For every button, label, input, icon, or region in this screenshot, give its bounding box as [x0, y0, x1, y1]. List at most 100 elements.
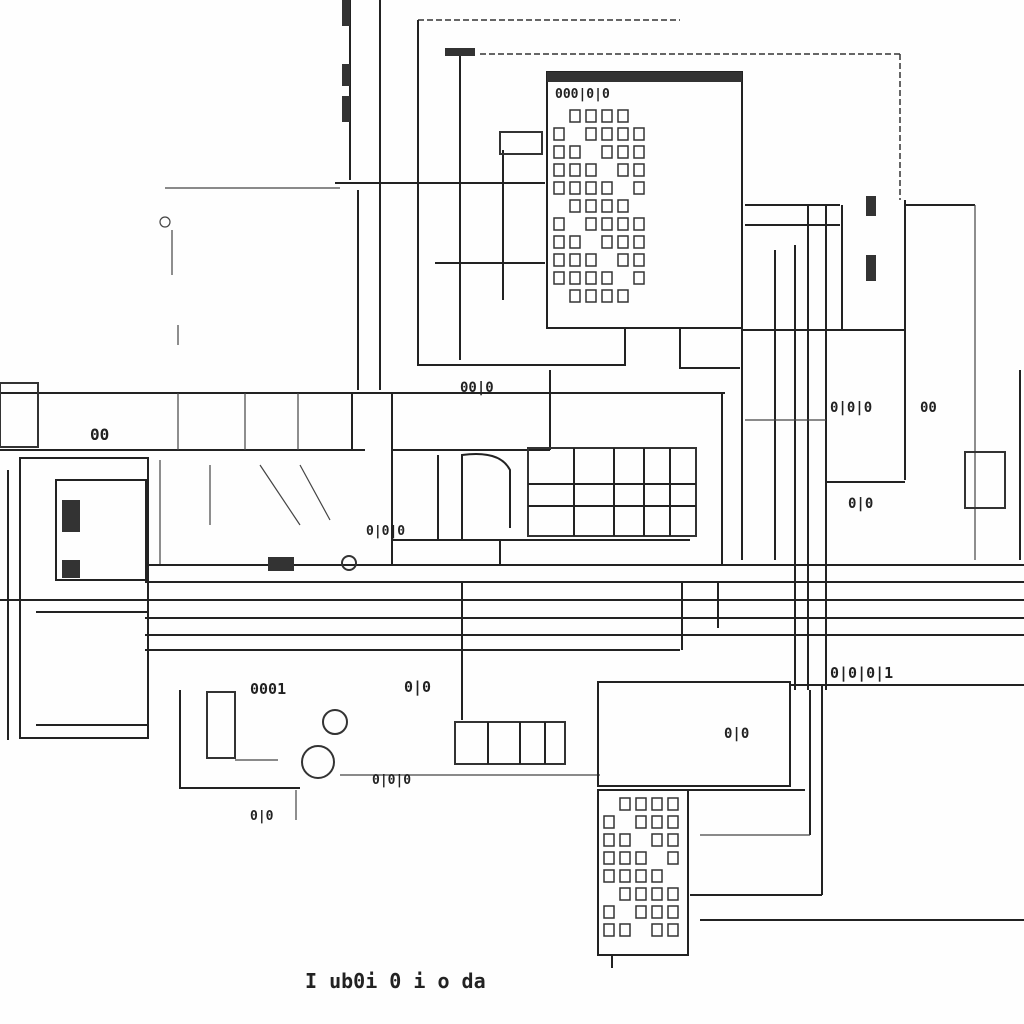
component [342, 64, 350, 86]
grid-cell [585, 163, 597, 177]
grid-cell [553, 127, 565, 141]
grid-cell [601, 181, 613, 195]
grid-cell [553, 181, 565, 195]
grid-cell [601, 235, 613, 249]
grid-cell [633, 145, 645, 159]
grid-cell [553, 271, 565, 285]
wire [179, 690, 300, 789]
grid-cell [569, 145, 581, 159]
grid-cell [651, 815, 663, 829]
grid-cell [585, 127, 597, 141]
center-grid-block [527, 447, 697, 537]
grid-cell [617, 199, 629, 213]
lower-panel [597, 681, 791, 787]
grid-cell [585, 271, 597, 285]
grid-cell [619, 869, 631, 883]
grid-cell [667, 797, 679, 811]
grid-cells [553, 109, 645, 303]
grid-cell [603, 923, 615, 937]
grid-cell [633, 235, 645, 249]
grid-cell [569, 235, 581, 249]
grid-cell [569, 271, 581, 285]
component [62, 500, 80, 532]
grid-header [547, 72, 742, 82]
grid-cell [601, 217, 613, 231]
grid-cell [553, 217, 565, 231]
grid-cell [585, 253, 597, 267]
grid-cell [619, 833, 631, 847]
component [342, 96, 350, 122]
grid-cell [569, 163, 581, 177]
grid-cell [667, 833, 679, 847]
grid-cell [569, 289, 581, 303]
grid-cell [635, 887, 647, 901]
grid-cell [635, 851, 647, 865]
grid-cell [601, 271, 613, 285]
grid-cell [633, 127, 645, 141]
right-component [964, 451, 1006, 509]
grid-cell [635, 815, 647, 829]
grid-cell [619, 887, 631, 901]
node [159, 216, 171, 228]
grid-cell [667, 851, 679, 865]
grid-cell [667, 923, 679, 937]
grid-cell [553, 235, 565, 249]
grid-cell [635, 797, 647, 811]
terminal [268, 557, 294, 571]
label-left-upper: 00 [90, 425, 109, 444]
grid-cell [635, 869, 647, 883]
grid-cell [617, 217, 629, 231]
grid-cell [617, 253, 629, 267]
coil [322, 709, 348, 735]
label-right-upper-2: 00 [920, 400, 937, 416]
grid-cell [601, 199, 613, 213]
grid-cell [651, 887, 663, 901]
grid-cell [569, 181, 581, 195]
grid-cell [601, 127, 613, 141]
grid-cell [603, 815, 615, 829]
grid-cell [585, 217, 597, 231]
grid-cell [617, 163, 629, 177]
lower-grid-cells [603, 797, 679, 937]
grid-cell [651, 869, 663, 883]
label-lower-left-2: 0|0 [404, 678, 431, 697]
grid-cell [601, 289, 613, 303]
label-lower-center: 0|0|0 [372, 773, 411, 788]
grid-cell [619, 923, 631, 937]
wire [461, 453, 511, 540]
grid-cell [617, 289, 629, 303]
label-top-block: 000|0|0 [555, 87, 610, 102]
diagram-caption: I ub0i 0 i o da [305, 969, 486, 993]
left-cabinet [19, 457, 149, 739]
grid-cell [553, 253, 565, 267]
label-right-mid: 0|0 [848, 496, 873, 512]
grid-cell [553, 145, 565, 159]
grid-cell [633, 217, 645, 231]
grid-cell [667, 815, 679, 829]
component [866, 255, 876, 281]
label-lower-left: 0001 [250, 680, 286, 698]
grid-cell [603, 905, 615, 919]
component [342, 0, 350, 26]
component [866, 196, 876, 216]
grid-cell [651, 797, 663, 811]
node [341, 555, 357, 571]
cabinet-door [55, 479, 147, 581]
component [62, 560, 80, 578]
relay-block [454, 721, 566, 765]
component-block [206, 691, 236, 759]
component-block [499, 131, 543, 155]
grid-cell [633, 181, 645, 195]
grid-cell [601, 109, 613, 123]
grid-cell [667, 887, 679, 901]
grid-cell [619, 851, 631, 865]
label-bottom-small: 0|0 [250, 809, 274, 824]
grid-cell [603, 869, 615, 883]
coil [301, 745, 335, 779]
wire [259, 464, 301, 526]
grid-cell [585, 199, 597, 213]
label-mid-upper: 00|0 [460, 380, 494, 396]
grid-cell [633, 271, 645, 285]
grid-cell [617, 127, 629, 141]
